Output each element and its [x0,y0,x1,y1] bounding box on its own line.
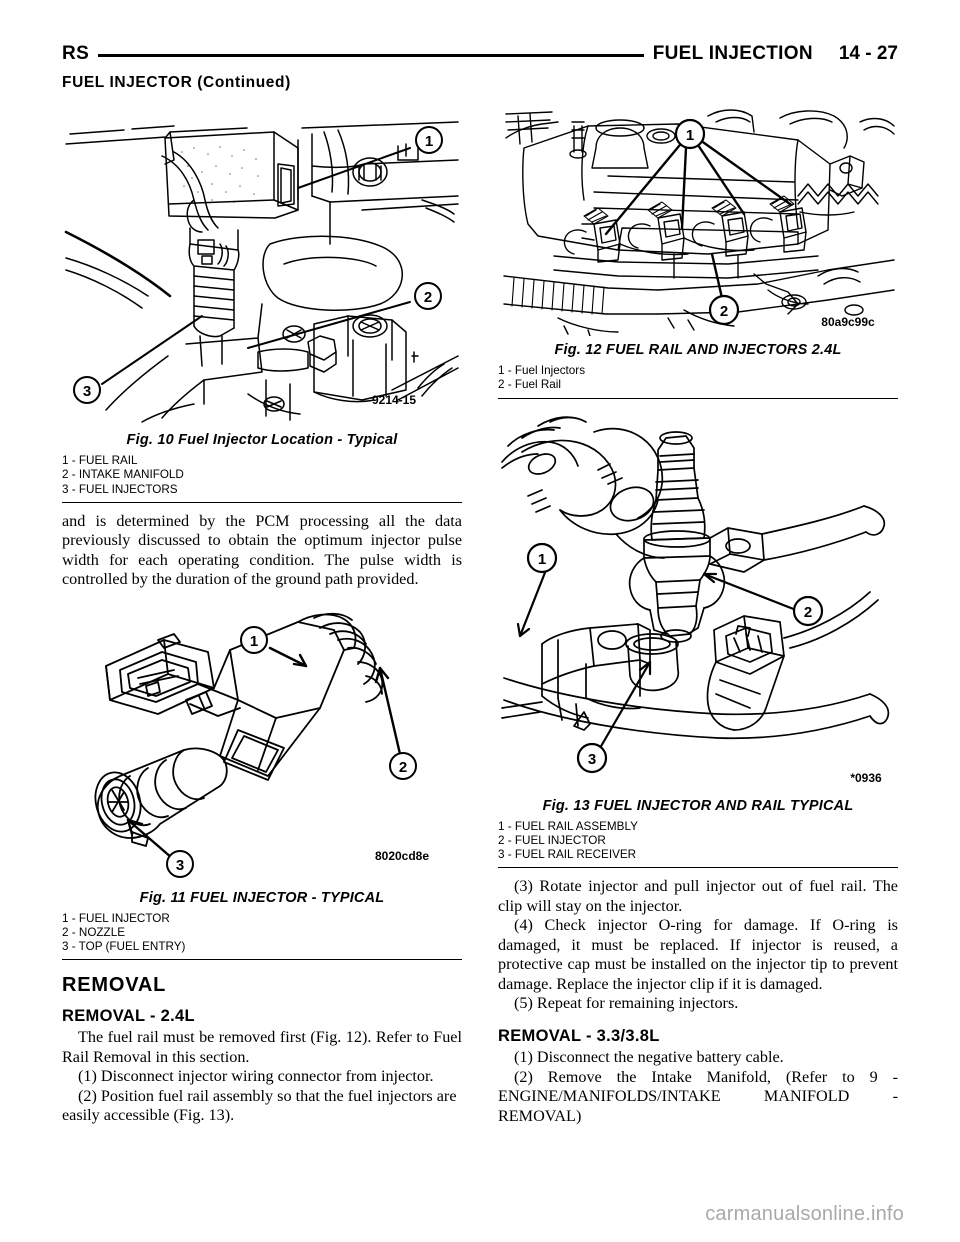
removal-24l-heading: REMOVAL - 2.4L [62,1007,195,1026]
figure-10-legend-item-2: 2 - INTAKE MANIFOLD [62,468,184,482]
header-page-number: 14 - 27 [838,43,898,64]
figure-12-legend-item-1: 1 - Fuel Injectors [498,364,586,377]
right-column: 1 2 80a9c99c Fig. 12 FUEL RAIL AND INJEC… [498,104,898,1126]
removal-3338l-step-2: (2) Remove the Intake Manifold, (Refer t… [498,1067,898,1125]
figure-12-caption: Fig. 12 FUEL RAIL AND INJECTORS 2.4L [554,342,842,358]
figure-12-art-id: 80a9c99c [821,315,875,329]
continued-heading: FUEL INJECTOR (Continued) [62,74,291,91]
figure-11-legend: 1 - FUEL INJECTOR 2 - NOZZLE 3 - TOP (FU… [62,912,462,955]
figure-12-callout-1: 1 [686,127,694,144]
removal-24l-step-5: (5) Repeat for remaining injectors. [514,993,739,1012]
running-header: RS FUEL INJECTION 14 - 27 [62,40,898,68]
removal-3338l-heading: REMOVAL - 3.3/3.8L [498,1027,660,1046]
left-column: 1 2 3 9214-15 Fig. 10 Fuel Injector Loca… [62,104,462,1125]
figure-13-callout-3: 3 [588,751,596,768]
figure-12-callout-2: 2 [720,303,728,320]
figure-10-legend: 1 - FUEL RAIL 2 - INTAKE MANIFOLD 3 - FU… [62,454,462,497]
figure-13-legend-item-1: 1 - FUEL RAIL ASSEMBLY [498,819,638,833]
left-paragraph-1: and is determined by the PCM processing … [62,511,462,589]
header-section-title: FUEL INJECTION [652,43,813,64]
removal-24l-step-2: (2) Position fuel rail assembly so that … [62,1086,457,1125]
figure-10-callout-1: 1 [425,133,433,150]
figure-10-legend-item-1: 1 - FUEL RAIL [62,454,138,467]
removal-heading: REMOVAL [62,974,167,997]
figure-11-callout-2: 2 [399,759,407,776]
figure-12: 1 2 80a9c99c [498,104,898,336]
figure-12-divider [498,397,898,399]
removal-24l-step-4: (4) Check injector O-ring for damage. If… [498,916,898,993]
figure-10-callout-2: 2 [424,289,432,306]
figure-13-divider [498,867,898,869]
figure-11-art-id: 8020cd8e [375,849,429,863]
figure-13-art-id: *0936 [850,771,882,785]
figure-12-legend-item-2: 2 - Fuel Rail [498,378,562,392]
figure-11-legend-item-3: 3 - TOP (FUEL ENTRY) [62,940,186,954]
removal-24l-step-1: (1) Disconnect injector wiring connector… [78,1067,434,1086]
removal-24l-intro: The fuel rail must be removed first (Fig… [62,1028,462,1066]
figure-13-callout-2: 2 [804,604,812,621]
figure-10-caption: Fig. 10 Fuel Injector Location - Typical [126,432,398,448]
figure-11: 1 2 3 8020cd8e [62,604,462,884]
figure-13: 1 2 3 *0936 [498,408,898,792]
figure-10: 1 2 3 9214-15 [62,104,462,426]
figure-13-legend-item-3: 3 - FUEL RAIL RECEIVER [498,848,637,862]
figure-11-caption: Fig. 11 FUEL INJECTOR - TYPICAL [139,889,385,906]
removal-24l-step-3: (3) Rotate injector and pull injector ou… [498,877,898,915]
figure-11-legend-item-2: 2 - NOZZLE [62,925,125,939]
removal-3338l-step-1: (1) Disconnect the negative battery cabl… [514,1048,784,1067]
figure-12-legend: 1 - Fuel Injectors 2 - Fuel Rail [498,364,898,393]
figure-11-callout-3: 3 [176,857,184,874]
figure-11-divider [62,959,462,961]
site-watermark: carmanualsonline.info [705,1203,904,1225]
header-left-code: RS [62,43,90,64]
figure-13-legend-item-2: 2 - FUEL INJECTOR [498,833,606,847]
figure-11-legend-item-1: 1 - FUEL INJECTOR [62,911,170,925]
figure-10-callout-3: 3 [83,383,91,400]
figure-13-caption: Fig. 13 FUEL INJECTOR AND RAIL TYPICAL [542,797,854,814]
figure-10-legend-item-3: 3 - FUEL INJECTORS [62,482,178,496]
figure-10-art-id: 9214-15 [372,393,416,407]
figure-10-divider [62,501,462,503]
figure-13-legend: 1 - FUEL RAIL ASSEMBLY 2 - FUEL INJECTOR… [498,820,898,863]
figure-11-callout-1: 1 [250,633,258,650]
header-rule [98,53,644,57]
figure-13-callout-1: 1 [538,551,546,568]
